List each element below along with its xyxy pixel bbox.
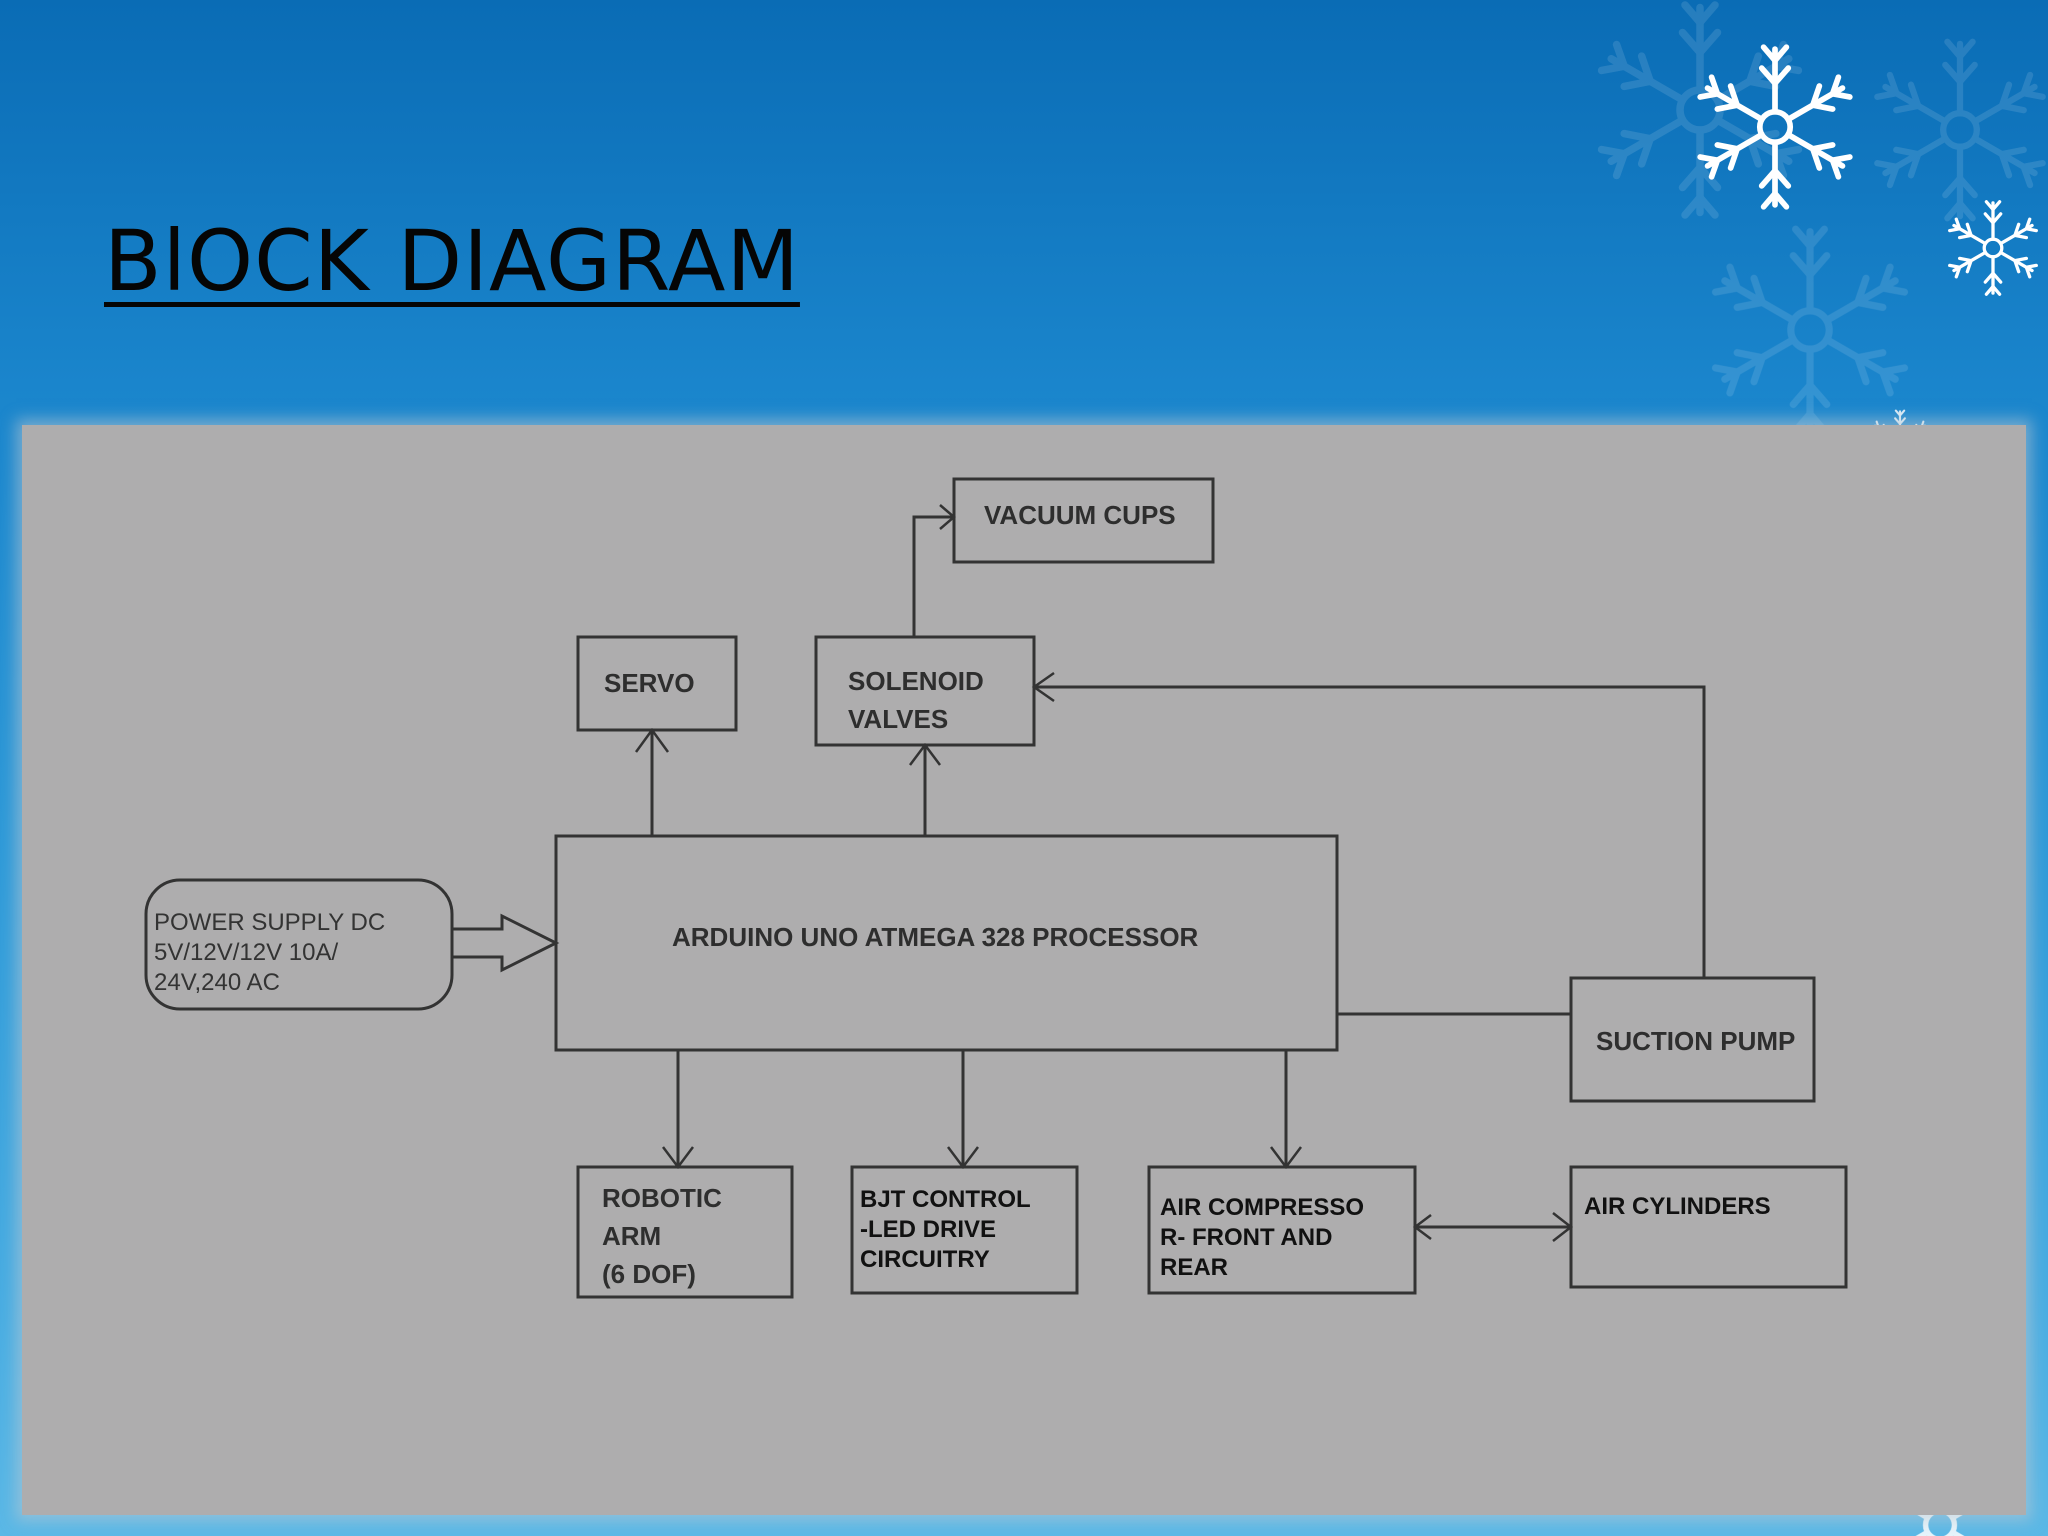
suction-pump-box — [1569, 976, 1816, 1103]
solenoid-valves-label: SOLENOID VALVES — [848, 666, 984, 734]
arrowhead-cylinders — [1552, 1212, 1574, 1242]
air-compressor-label: AIR COMPRESSO R- FRONT AND REAR — [1160, 1194, 1365, 1281]
power-to-processor-arrow — [452, 913, 560, 973]
suction-pump-label: SUCTION PUMP — [1596, 1026, 1796, 1056]
arrowhead-solenoid-right — [1031, 671, 1055, 703]
arrowhead-solenoid-bottom — [909, 742, 941, 766]
arrowhead-bjt — [947, 1146, 979, 1170]
robotic-arm-box — [576, 1165, 794, 1299]
arrowhead-vacuum — [939, 504, 956, 530]
servo-box — [576, 635, 738, 732]
arrowhead-servo — [634, 727, 670, 753]
arrowhead-compressor-side — [1412, 1214, 1432, 1240]
arrowhead-arm — [662, 1146, 694, 1170]
robotic-arm-label: ROBOTIC ARM (6 DOF) — [602, 1183, 722, 1289]
air-cylinders-label: AIR CYLINDERS — [1584, 1193, 1771, 1220]
power-supply-box — [144, 878, 454, 1011]
diagram-connectors — [144, 477, 1848, 1299]
servo-label: SERVO — [604, 668, 695, 698]
slide-title: BlOCK DIAGRAM — [104, 212, 800, 310]
vacuum-cups-label: VACUUM CUPS — [984, 500, 1176, 530]
block-diagram-panel: VACUUM CUPS SERVO SOLENOID VALVES POWER … — [22, 425, 2026, 1515]
pump-to-solenoid-line — [1034, 685, 1706, 978]
solenoid-to-vacuum-line — [912, 515, 954, 637]
bjt-control-label: BJT CONTROL -LED DRIVE CIRCUITRY — [860, 1186, 1031, 1273]
air-compressor-box — [1147, 1165, 1417, 1295]
arrowhead-compressor — [1270, 1146, 1302, 1170]
vacuum-cups-box — [952, 477, 1215, 564]
air-cylinders-box — [1569, 1165, 1848, 1289]
processor-label: ARDUINO UNO ATMEGA 328 PROCESSOR — [672, 922, 1199, 952]
power-supply-label: POWER SUPPLY DC 5V/12V/12V 10A/ 24V,240 … — [154, 909, 386, 996]
